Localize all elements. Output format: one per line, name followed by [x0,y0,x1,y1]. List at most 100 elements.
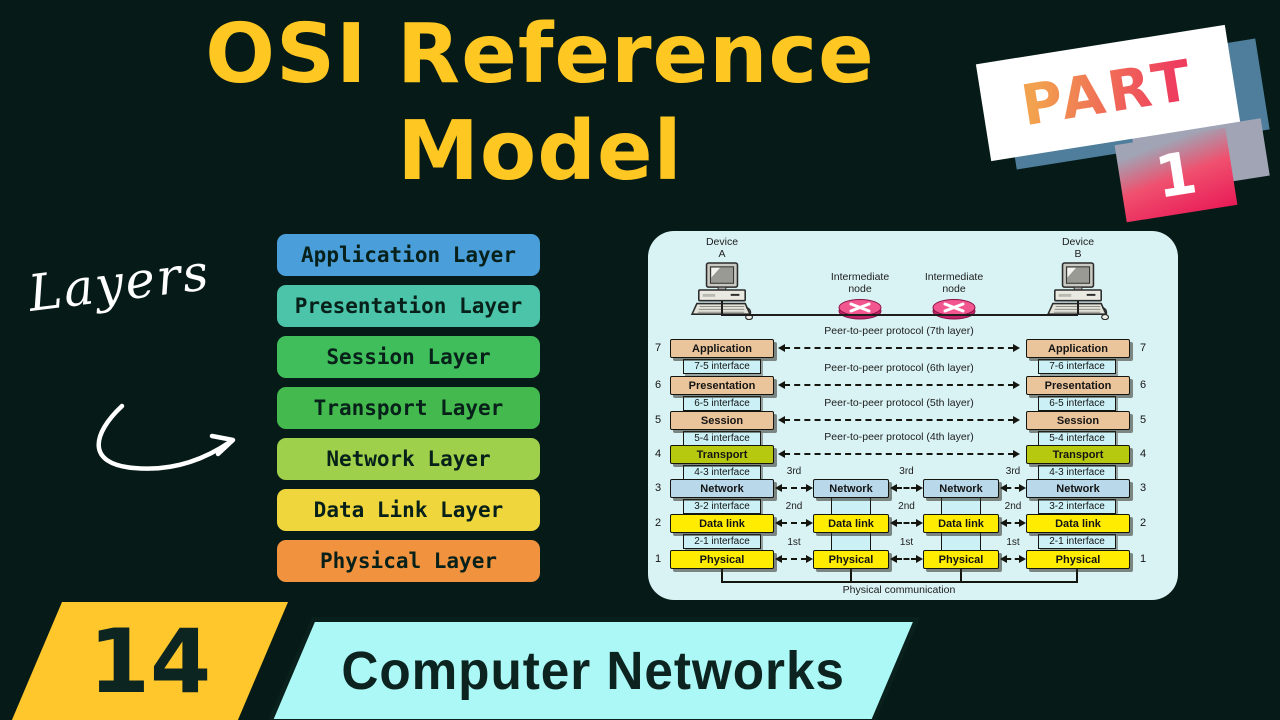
stack-item-presentation-layer: Presentation Layer [277,285,540,327]
dashed-arrow-icon [775,484,813,492]
interface-label-right: 7-6 interface [1038,359,1116,374]
bracket-line [721,581,1078,583]
dashed-arrow-icon [890,519,923,527]
interface-label-left: 2-1 interface [683,534,761,549]
layer-box-left: Session [670,411,774,430]
stack-item-physical-layer: Physical Layer [277,540,540,582]
dashed-arrow-icon [778,416,1020,424]
layer-number-right: 3 [1139,482,1147,494]
layer-box-right: Network [1026,479,1130,498]
series-box-inner: Computer Networks [273,622,913,719]
layer-number-left: 7 [654,342,662,354]
intermediate-node-1: Intermediate node [818,271,902,325]
hop-order-label: 1st [787,537,801,548]
interface-label-right: 2-1 interface [1038,534,1116,549]
interface-label-right: 6-5 interface [1038,396,1116,411]
bracket-stub [850,569,852,582]
bracket-stub [721,569,723,582]
interface-label-left: 5-4 interface [683,431,761,446]
dashed-arrow-icon [778,381,1020,389]
stack-item-data-link-layer: Data Link Layer [277,489,540,531]
layer-box-right: Session [1026,411,1130,430]
layer-number-left: 6 [654,379,662,391]
dashed-arrow-icon [775,519,813,527]
stack-item-transport-layer: Transport Layer [277,387,540,429]
connector-stub [941,532,981,551]
osi-diagram-panel: Device A Device B [648,231,1178,600]
layer-number-right: 4 [1139,448,1147,460]
interface-label-left: 6-5 interface [683,396,761,411]
peer-protocol-label: Peer-to-peer protocol (4th layer) [824,431,974,443]
dashed-arrow-icon [1000,555,1026,563]
device-b-label: Device [1061,236,1095,248]
bracket-stub [1076,569,1078,582]
hop-order-label: 3rd [899,466,914,477]
hop-order-label: 1st [1006,537,1020,548]
dashed-arrow-icon [775,555,813,563]
router-icon [838,299,882,320]
interface-label-left: 7-5 interface [683,359,761,374]
title-line-1: OSI Reference [205,7,875,102]
dashed-arrow-icon [890,484,923,492]
layer-number-right: 2 [1139,517,1147,529]
hop-order-label: 2nd [898,501,915,512]
layer-number-left: 4 [654,448,662,460]
interface-label-right: 5-4 interface [1038,431,1116,446]
hop-order-label: 3rd [1005,466,1021,477]
interface-label-right: 3-2 interface [1038,499,1116,514]
curved-arrow-icon [96,403,236,471]
device-a-stem [721,301,723,314]
lecture-number: 14 [88,609,212,713]
badge-part-number: 1 [1150,138,1202,212]
hop-order-label: 1st [899,537,914,548]
dashed-arrow-icon [778,450,1020,458]
hop-order-label: 2nd [785,501,803,512]
dashed-arrow-icon [778,344,1020,352]
peer-protocol-label: Peer-to-peer protocol (6th layer) [824,362,974,374]
hop-order-label: 3rd [786,466,802,477]
interface-label-left: 4-3 interface [683,465,761,480]
bracket-stub [960,569,962,582]
layer-number-left: 1 [654,553,662,565]
router-icon [932,299,976,320]
lecture-number-box: 14 [11,602,288,720]
device-b: Device B [1045,236,1111,325]
layer-box-left: Transport [670,445,774,464]
layer-box-right: Data link [1026,514,1130,533]
layer-number-left: 2 [654,517,662,529]
stack-item-application-layer: Application Layer [277,234,540,276]
dashed-arrow-icon [890,555,923,563]
peer-protocol-label: Peer-to-peer protocol (7th layer) [824,325,974,337]
layer-box-right: Physical [1026,550,1130,569]
layer-box-middle: Network [813,479,889,498]
layer-box-middle: Physical [923,550,999,569]
interface-label-right: 4-3 interface [1038,465,1116,480]
network-link-line [721,314,1078,316]
title-line-2: Model [397,104,683,199]
layer-box-left: Application [670,339,774,358]
layer-box-right: Transport [1026,445,1130,464]
layer-number-left: 5 [654,414,662,426]
layer-number-right: 1 [1139,553,1147,565]
page-title: OSI Reference Model [140,6,940,200]
layer-number-right: 7 [1139,342,1147,354]
layer-box-middle: Network [923,479,999,498]
badge-part-label: PART [1016,47,1200,139]
layer-number-right: 6 [1139,379,1147,391]
dashed-arrow-icon [1000,484,1026,492]
connector-stub [941,497,981,515]
layers-label: Layers [25,243,214,323]
layer-box-left: Network [670,479,774,498]
hop-order-label: 2nd [1004,501,1022,512]
dashed-arrow-icon [1000,519,1026,527]
layer-box-middle: Data link [923,514,999,533]
connector-stub [831,497,871,515]
series-title: Computer Networks [341,640,846,701]
physical-communication-label: Physical communication [842,584,956,596]
device-b-stem [1077,301,1079,314]
layer-number-right: 5 [1139,414,1147,426]
stack-item-session-layer: Session Layer [277,336,540,378]
layer-box-left: Physical [670,550,774,569]
interface-label-left: 3-2 interface [683,499,761,514]
